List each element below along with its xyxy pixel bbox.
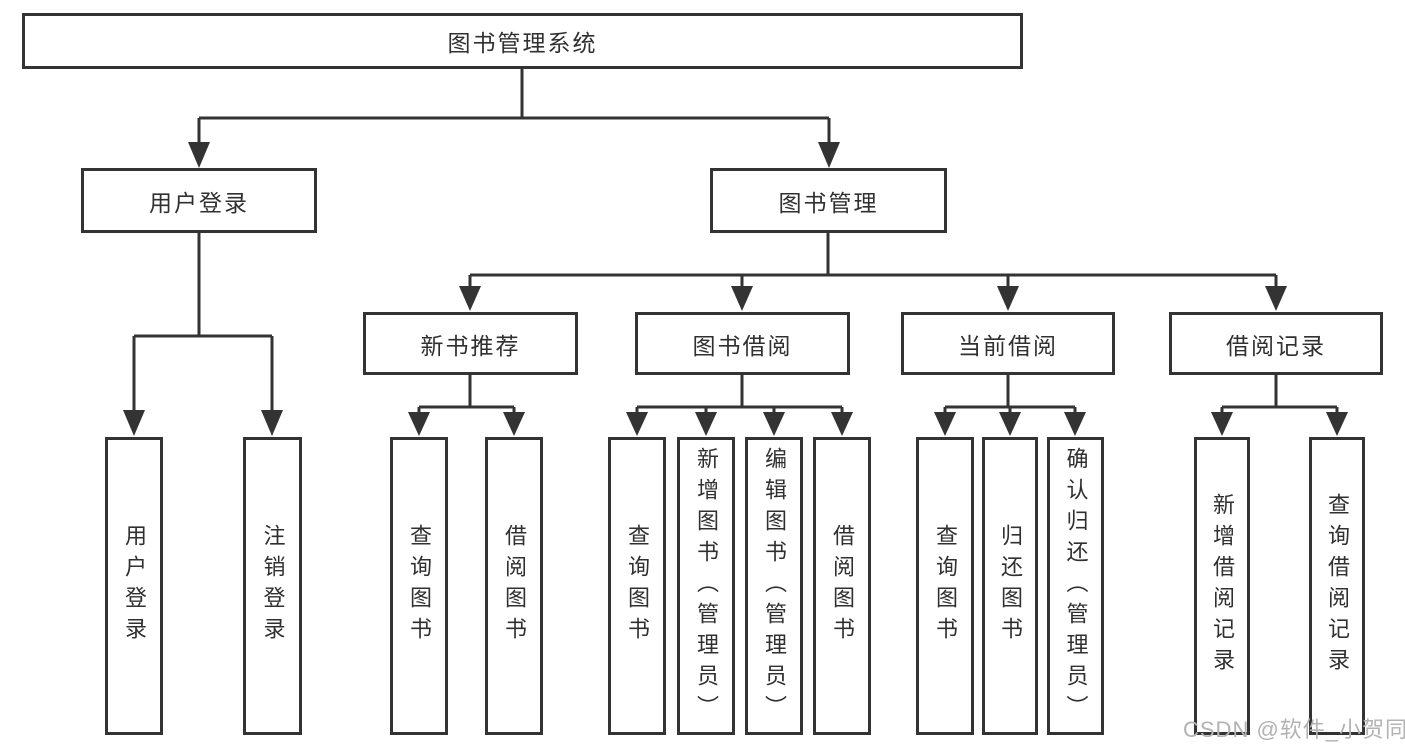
connector-borrowing-records	[1220, 375, 1339, 414]
connector-book-borrowing	[635, 375, 844, 414]
node-current-borrowing: 当前借阅	[901, 312, 1115, 375]
node-label: 编辑图书（管理员）	[762, 446, 787, 726]
leaf-query-books-borrowing: 查询图书	[608, 437, 666, 735]
connector-root-arrowheads	[188, 142, 840, 168]
connector-root	[197, 69, 831, 144]
leaf-borrow-books-recommend: 借阅图书	[485, 437, 543, 735]
node-label: 查询图书	[407, 524, 432, 648]
node-label: 确认归还（管理员）	[1063, 446, 1089, 726]
node-book-management: 图书管理	[710, 168, 947, 233]
node-label: 新增借阅记录	[1210, 493, 1235, 679]
node-label: 归还图书	[998, 524, 1023, 648]
connector-new-book-recommend	[417, 375, 516, 414]
node-label: 查询借阅记录	[1325, 493, 1350, 679]
leaf-query-books-current: 查询图书	[916, 437, 974, 735]
node-label: 当前借阅	[958, 332, 1058, 359]
leaf-add-book-admin: 新增图书（管理员）	[677, 437, 735, 735]
connector-new-book-recommend-arrowheads	[408, 412, 525, 436]
connector-book-borrowing-arrowheads	[626, 412, 853, 436]
node-label: 新增图书（管理员）	[694, 446, 719, 726]
connector-book-management	[468, 233, 1278, 288]
leaf-query-books-recommend: 查询图书	[390, 437, 448, 735]
leaf-add-borrow-record: 新增借阅记录	[1194, 437, 1250, 735]
node-label: 图书管理	[778, 189, 879, 216]
node-label: 查询图书	[933, 524, 958, 648]
connector-current-borrowing-arrowheads	[934, 412, 1086, 436]
node-label: 用户登录	[122, 524, 147, 648]
node-new-book-recommend: 新书推荐	[363, 312, 578, 375]
node-label: 注销登录	[260, 524, 286, 648]
node-book-borrowing: 图书借阅	[635, 312, 850, 375]
node-label: 图书借阅	[692, 332, 793, 359]
node-label: 借阅图书	[830, 524, 855, 648]
connector-current-borrowing	[943, 375, 1077, 414]
leaf-confirm-return-admin: 确认归还（管理员）	[1047, 437, 1104, 735]
leaf-user-login: 用户登录	[105, 437, 163, 735]
node-user-login: 用户登录	[81, 168, 317, 233]
connector-borrowing-records-arrowheads	[1211, 412, 1348, 436]
leaf-logout: 注销登录	[243, 437, 302, 735]
connector-user-login	[132, 233, 274, 412]
node-library-management-system: 图书管理系统	[22, 13, 1023, 69]
node-label: 借阅图书	[502, 524, 527, 648]
leaf-borrow-books-borrowing: 借阅图书	[813, 437, 871, 735]
leaf-query-borrow-record: 查询借阅记录	[1309, 437, 1365, 735]
connector-user-login-arrowheads	[123, 410, 283, 436]
node-label: 用户登录	[149, 189, 249, 216]
csdn-watermark: CSDN @软件_小贺同学	[1183, 717, 1405, 742]
connector-book-management-arrowheads	[459, 286, 1287, 311]
node-label: 借阅记录	[1226, 332, 1326, 359]
node-borrowing-records: 借阅记录	[1169, 312, 1383, 375]
node-label: 查询图书	[625, 524, 650, 648]
node-label: 新书推荐	[420, 332, 521, 359]
leaf-return-books: 归还图书	[982, 437, 1038, 735]
leaf-edit-book-admin: 编辑图书（管理员）	[745, 437, 803, 735]
node-label: 图书管理系统	[447, 30, 598, 56]
